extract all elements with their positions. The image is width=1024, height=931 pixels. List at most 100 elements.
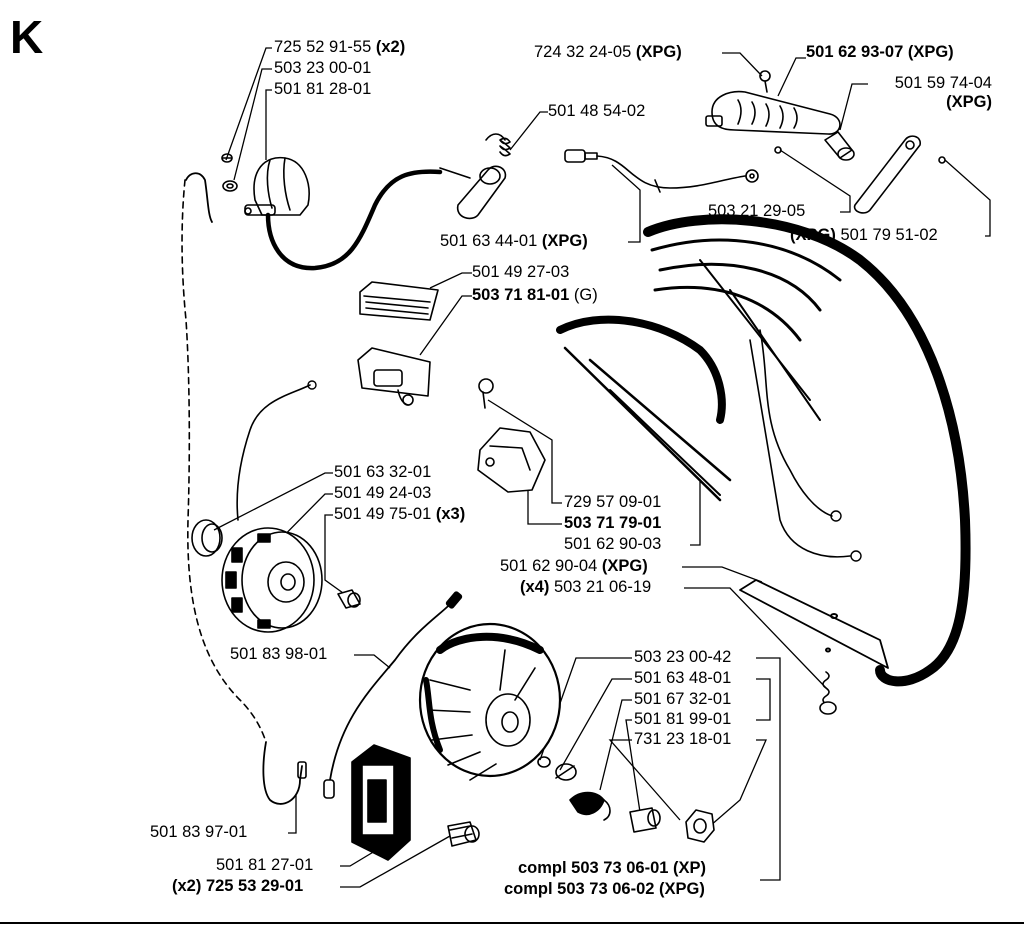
- label-503212905: 503 21 29-05: [708, 202, 806, 220]
- label-501485402: 501 48 54-02: [548, 102, 646, 120]
- part-number: 503 71 79-01: [564, 514, 662, 532]
- part-qualifier: (XPG): [541, 232, 588, 250]
- section-letter: K: [10, 11, 44, 63]
- handle-wire-icon: [759, 329, 833, 517]
- leader-501812801: [265, 89, 272, 160]
- part-number: 501 62 90-04: [500, 557, 598, 575]
- leader-724322405: [722, 52, 763, 77]
- part-number: 501 49 75-01: [334, 505, 432, 523]
- label-501633201: 501 63 32-01: [334, 463, 432, 481]
- leader-503718101: [419, 295, 472, 356]
- leader-503230001: [233, 68, 272, 181]
- part-number: 501 62 93-07 (XPG): [806, 43, 954, 61]
- front-handle-icon: [643, 214, 971, 687]
- label-501492703: 501 49 27-03: [472, 263, 570, 281]
- spring-washer-icon: [555, 763, 577, 781]
- label-501629307: 501 62 93-07 (XPG): [806, 43, 954, 62]
- top-left-wire-icon: [185, 172, 213, 223]
- part-qualifier: (x4): [520, 578, 550, 596]
- part-number: compl 503 73 06-02: [504, 880, 655, 898]
- label-501629003: 501 62 90-03: [564, 535, 662, 553]
- part-number: 725 53 29-01: [205, 877, 304, 895]
- lower-cable-icon: [262, 741, 307, 805]
- label-729570901: 729 57 09-01: [564, 493, 662, 511]
- part-number: compl 503 73 06-01: [518, 859, 669, 877]
- label-501497501: 501 49 75-01 (x3): [334, 505, 465, 524]
- ignition-unit-screw-icon: [447, 821, 480, 847]
- ignition-module-icon: [477, 378, 546, 493]
- leader-right-bracket: [756, 657, 781, 881]
- label-501634801: 501 63 48-01: [634, 669, 732, 687]
- leader-501485402: [509, 111, 548, 151]
- part-number: 503 71 81-01: [472, 286, 570, 304]
- bracket-icon: [853, 135, 946, 214]
- part-qualifier: (x2): [172, 877, 202, 895]
- washer-icon: [537, 756, 551, 768]
- rear-handle-icon: [556, 315, 732, 502]
- label-501673201: 501 67 32-01: [634, 690, 732, 708]
- leader-725532901: [340, 835, 451, 888]
- part-number: 503 21 06-19: [553, 578, 652, 596]
- small-screw-icon: [759, 70, 782, 154]
- part-number: 725 52 91-55: [274, 38, 372, 56]
- label-compl-xpg: compl 503 73 06-02 (XPG): [504, 880, 705, 899]
- flywheel-screw-icon: [337, 589, 361, 609]
- rubber-block-icon: [359, 281, 439, 321]
- part-number: 501 63 44-01: [440, 232, 538, 250]
- label-725529155: 725 52 91-55 (x2): [274, 38, 405, 57]
- leader-501812701: [340, 847, 381, 867]
- spring-icon: [485, 133, 511, 157]
- part-number: 501 79 51-02: [840, 226, 938, 244]
- label-501597404: 501 59 74-04 (XPG): [862, 74, 992, 112]
- leader-501839701: [288, 795, 297, 834]
- nut-icon: [685, 809, 715, 843]
- part-number: 724 32 24-05: [534, 43, 632, 61]
- leader-731231801: [608, 739, 681, 821]
- label-501492403: 501 49 24-03: [334, 484, 432, 502]
- heater-plate-icon: [705, 90, 841, 135]
- label-725532901: (x2) 725 53 29-01: [172, 877, 303, 896]
- leader-503212905: [779, 149, 851, 213]
- part-qualifier: (G): [573, 286, 598, 304]
- label-724322405: 724 32 24-05 (XPG): [534, 43, 682, 62]
- leader-501492703: [429, 272, 472, 289]
- leader-501634401: [611, 164, 641, 243]
- handle-screw-icon: [819, 671, 837, 715]
- fan-flywheel-icon: [418, 622, 562, 781]
- ground-cable-icon: [564, 149, 759, 193]
- part-qualifier: (x3): [435, 505, 466, 523]
- label-501795102: (XPG) 501 79 51-02: [790, 226, 938, 245]
- leader-501633201: [213, 472, 333, 531]
- part-qualifier: (XPG): [659, 880, 705, 898]
- part-qualifier: (XPG): [790, 226, 836, 244]
- bottom-rule: [0, 922, 1024, 924]
- part-qualifier: (XP): [673, 859, 707, 877]
- leader-501629004: [682, 566, 763, 583]
- label-731231801: 731 23 18-01: [634, 730, 732, 748]
- dashed-route-icon: [181, 179, 267, 743]
- leader-501673201: [599, 699, 632, 791]
- leader-503717901: [527, 490, 562, 525]
- screw-icon: [221, 153, 238, 192]
- leader-501497501: [324, 514, 351, 599]
- leader-501839801: [354, 654, 391, 669]
- label-501634401: 501 63 44-01 (XPG): [440, 232, 588, 251]
- label-503718101: 503 71 81-01 (G): [472, 286, 598, 305]
- label-503230042: 503 23 00-42: [634, 648, 732, 666]
- spark-plug-cover-icon: [244, 156, 310, 216]
- switch-icon: [357, 347, 431, 406]
- label-compl-xp: compl 503 73 06-01 (XP): [518, 859, 706, 878]
- label-501812701: 501 81 27-01: [216, 856, 314, 874]
- leader-501634801: [559, 678, 632, 771]
- leader-upper-box: [756, 678, 771, 721]
- leader-501819901: [625, 719, 641, 813]
- label-503210619: (x4) 503 21 06-19: [520, 578, 651, 597]
- leader-729570901: [487, 399, 562, 504]
- leader-501629003: [690, 480, 701, 546]
- ht-lead-icon: [265, 169, 443, 271]
- leader-501597404: [839, 83, 868, 131]
- leader-501795102: [944, 159, 991, 237]
- ignition-unit-icon: [351, 744, 411, 861]
- label-501812801: 501 81 28-01: [274, 80, 372, 98]
